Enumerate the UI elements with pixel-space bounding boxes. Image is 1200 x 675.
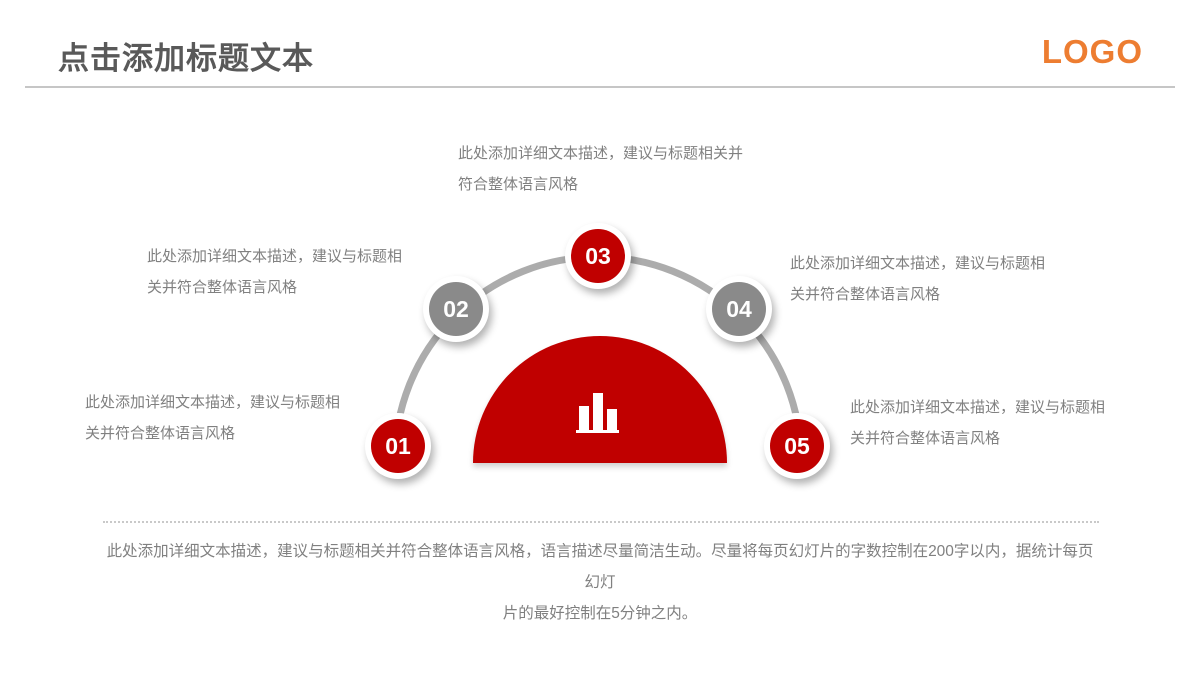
bar-chart-icon [473,336,727,463]
step-desc-01: 此处添加详细文本描述，建议与标题相 关并符合整体语言风格 [85,387,340,449]
dotted-divider [103,521,1099,523]
step-node-01: 01 [365,413,431,479]
step-number-02: 02 [429,282,483,336]
step-number-05: 05 [770,419,824,473]
page-title: 点击添加标题文本 [58,41,314,76]
step-number-01: 01 [371,419,425,473]
step-desc-03-line2: 符合整体语言风格 [458,176,579,193]
step-node-05: 05 [764,413,830,479]
footer-line2: 片的最好控制在5分钟之内。 [502,605,698,622]
step-desc-04: 此处添加详细文本描述，建议与标题相 关并符合整体语言风格 [790,248,1045,310]
step-desc-01-line1: 此处添加详细文本描述，建议与标题相 [85,394,341,411]
step-desc-04-line2: 关并符合整体语言风格 [790,286,941,303]
step-desc-02: 此处添加详细文本描述，建议与标题相 关并符合整体语言风格 [147,241,402,303]
step-node-03: 03 [565,223,631,289]
red-semicircle [473,336,727,463]
step-desc-02-line2: 关并符合整体语言风格 [147,279,298,296]
footer-line1: 此处添加详细文本描述，建议与标题相关并符合整体语言风格，语言描述尽量简洁生动。尽… [106,543,1094,591]
bar-chart-bar-right [607,409,617,431]
bar-chart-baseline [576,430,619,433]
step-node-04: 04 [706,276,772,342]
step-number-04: 04 [712,282,766,336]
bar-chart-bar-left [579,406,589,431]
step-desc-05-line1: 此处添加详细文本描述，建议与标题相 [850,399,1106,416]
footer-paragraph: 此处添加详细文本描述，建议与标题相关并符合整体语言风格，语言描述尽量简洁生动。尽… [100,536,1100,629]
header-divider [25,86,1175,88]
step-number-03: 03 [571,229,625,283]
step-desc-05-line2: 关并符合整体语言风格 [850,430,1001,447]
bar-chart-bar-middle [593,393,603,431]
step-desc-03: 此处添加详细文本描述，建议与标题相关并 符合整体语言风格 [458,138,743,200]
logo-text: LOGO [1041,33,1143,70]
step-desc-05: 此处添加详细文本描述，建议与标题相 关并符合整体语言风格 [850,392,1105,454]
step-node-02: 02 [423,276,489,342]
step-desc-03-line1: 此处添加详细文本描述，建议与标题相关并 [458,145,744,162]
step-desc-01-line2: 关并符合整体语言风格 [85,425,236,442]
step-desc-02-line1: 此处添加详细文本描述，建议与标题相 [147,248,403,265]
step-desc-04-line1: 此处添加详细文本描述，建议与标题相 [790,255,1046,272]
